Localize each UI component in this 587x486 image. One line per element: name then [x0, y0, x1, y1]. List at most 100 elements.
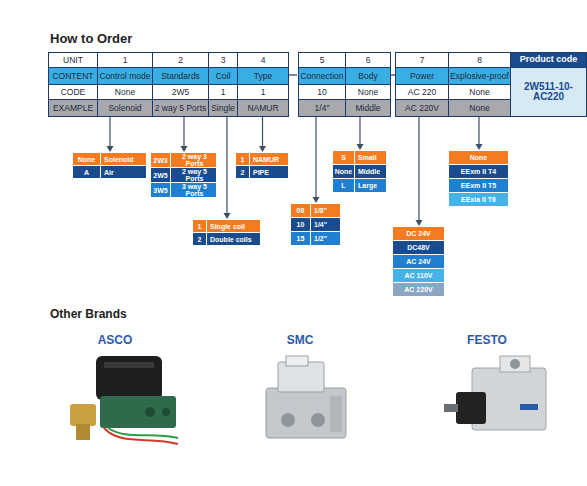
option-row: EExm II T4 [449, 165, 509, 179]
valve-body [266, 388, 346, 438]
product-code-header: Product code [510, 52, 587, 68]
option-text: 1 [241, 156, 245, 163]
option-value: DC 24V [393, 227, 445, 241]
connector [107, 117, 114, 152]
option-row: None [449, 151, 509, 165]
label-text: Standards [161, 72, 200, 81]
option-text: Middle [358, 168, 380, 175]
option-code: 10 [291, 218, 311, 232]
connector [313, 117, 320, 203]
option-row: DC48V [393, 241, 445, 255]
plunger [444, 404, 458, 412]
option-text: 1 [198, 223, 202, 230]
option-code: 2W5 [151, 168, 171, 183]
example-text: 1/4" [315, 104, 330, 113]
option-value: Small [355, 151, 387, 165]
port [311, 413, 325, 427]
option-code: 15 [291, 232, 311, 246]
option-row: LLarge [333, 179, 387, 193]
example-text: None [469, 104, 489, 113]
option-row: 1 Single coil [193, 220, 261, 233]
table-cell: 7 [395, 52, 449, 68]
option-value: EExm II T5 [449, 179, 509, 193]
port [281, 413, 295, 427]
label-text: Control mode [99, 72, 150, 81]
option-text: AC 220V [404, 286, 432, 293]
option-value: 3 way 5 Ports [171, 183, 217, 198]
connector [357, 117, 364, 150]
section-heading: Other Brands [50, 307, 250, 323]
connector [259, 117, 266, 152]
label-text: 1 [261, 88, 266, 97]
option-text: DC48V [407, 244, 430, 251]
option-text: Small [358, 154, 377, 161]
option-value: Middle [355, 165, 387, 179]
option-code: None [73, 153, 101, 166]
separator-dash [289, 74, 297, 75]
option-row: 2W52 way 5 Ports [151, 168, 217, 183]
option-row: 2W32 way 3 Ports [151, 153, 217, 168]
label-text: 2W511-10-AC220 [512, 82, 585, 103]
label-text: CODE [61, 88, 86, 97]
option-text: 2 [198, 236, 202, 243]
option-value: AC 24V [393, 255, 445, 269]
option-text: 1/2" [314, 235, 327, 242]
example-cell: NAMUR [237, 99, 289, 117]
connector-line [109, 117, 110, 146]
label-text: AC 220 [408, 88, 436, 97]
option-value: Air [101, 166, 147, 179]
example-text: AC 220V [405, 104, 439, 113]
option-code: S [333, 151, 355, 165]
brass-fitting [70, 404, 96, 426]
label-text: CONTENT [52, 72, 93, 81]
option-code: A [73, 166, 101, 179]
option-text: L [341, 182, 345, 189]
port [510, 359, 520, 369]
option-value: Solenoid [101, 153, 147, 166]
label-text: Connection [300, 72, 343, 81]
coil-highlight [104, 362, 154, 368]
brand-plate [520, 404, 538, 410]
label-text: ASCO [98, 333, 133, 347]
label-text: Coil [216, 72, 231, 81]
option-value: PIPE [250, 166, 289, 179]
table-cell: Connection [298, 67, 346, 85]
option-value: 1/4" [311, 218, 341, 232]
row-header: UNIT [48, 52, 98, 68]
option-text: None [78, 156, 96, 163]
option-text: Single coil [210, 223, 245, 230]
option-text: DC 24V [406, 230, 431, 237]
label-text: SMC [287, 333, 314, 347]
label-text: UNIT [63, 56, 83, 65]
coil-body [96, 356, 162, 400]
option-row: AC 24V [393, 255, 445, 269]
connector-line [478, 117, 479, 144]
table-cell: Control mode [97, 67, 153, 85]
option-code: 08 [291, 204, 311, 218]
table-cell: None [97, 84, 153, 100]
option-text: 10 [297, 221, 305, 228]
example-text: Middle [355, 104, 380, 113]
label-text: 1 [123, 56, 128, 65]
option-code: L [333, 179, 355, 193]
table-cell: 1 [97, 52, 153, 68]
brand-name: ASCO [80, 333, 150, 348]
table-cell: Power [395, 67, 449, 85]
option-table: 1Single coil2Double coils [192, 219, 262, 247]
table-cell: 1 [237, 84, 289, 100]
option-value: 2 way 5 Ports [171, 168, 217, 183]
table-cell: None [345, 84, 391, 100]
label-text: Other Brands [50, 307, 127, 321]
brass-fitting [76, 424, 90, 440]
table-cell: AC 220 [395, 84, 449, 100]
example-cell: Solenoid [97, 99, 153, 117]
option-text: EExm II T5 [461, 182, 496, 189]
label-text: Type [254, 72, 272, 81]
option-value: EExia II T6 [449, 193, 509, 207]
label-text: None [115, 88, 135, 97]
example-cell: Single [208, 99, 238, 117]
option-code: 1 [236, 153, 250, 166]
table-cell: None [448, 84, 511, 100]
option-row: 151/2" [291, 232, 341, 246]
label-text: Explosive-proof [450, 72, 509, 81]
